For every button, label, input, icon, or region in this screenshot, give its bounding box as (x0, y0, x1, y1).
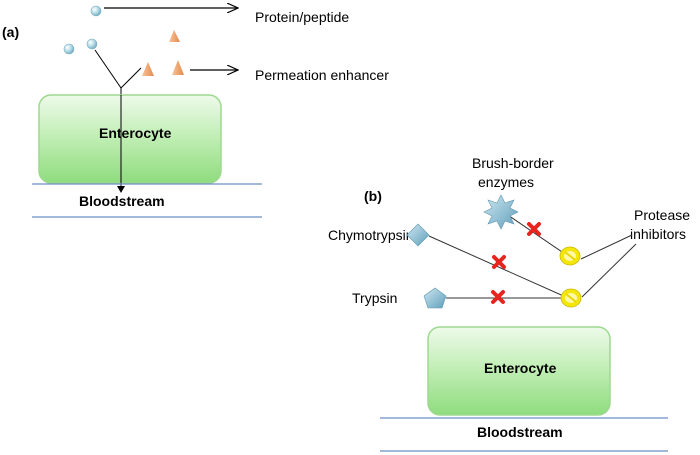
label-permeation-enhancer: Permeation enhancer (255, 67, 389, 83)
protease-pointer-upper (580, 234, 633, 260)
label-enzymes: enzymes (478, 174, 534, 190)
panel-b: (b) Brush-border enzymes Protease inhibi… (328, 155, 690, 452)
bloodstream-label-b: Bloodstream (477, 424, 563, 440)
transport-branch-line (94, 49, 142, 89)
block-x-icon (491, 290, 505, 304)
star-enzyme-icon (483, 194, 519, 230)
label-brush-border: Brush-border (472, 155, 554, 171)
peptide-sphere-icon (63, 43, 75, 55)
diamond-enzyme-icon (406, 223, 430, 247)
label-chymotrypsin: Chymotrypsin (328, 227, 414, 243)
protease-pointer-lower (581, 243, 637, 298)
peptide-sphere-icon (90, 5, 102, 17)
panel-a-tag: (a) (2, 24, 19, 40)
enhancer-cone-icon (169, 30, 180, 42)
label-inhibitors: inhibitors (630, 226, 686, 242)
peptide-sphere-icon (86, 38, 98, 50)
label-protease: Protease (634, 207, 690, 223)
pentagon-enzyme-icon (423, 287, 447, 309)
inhibitor-prohibit-icon (559, 246, 581, 266)
enterocyte-label-b: Enterocyte (484, 360, 557, 376)
enterocyte-label-a: Enterocyte (99, 125, 172, 141)
enhancer-cone-icon (172, 60, 184, 75)
brush-to-inhibitor-line (501, 210, 569, 257)
panel-b-tag: (b) (364, 188, 382, 204)
panel-a: (a) Protein/peptide Permeation enhancer … (2, 5, 389, 218)
label-protein-peptide: Protein/peptide (255, 9, 349, 25)
enterocyte-cell-b (427, 326, 611, 416)
chymotrypsin-to-inhibitor-line (428, 235, 569, 299)
block-x-icon (527, 222, 541, 236)
bloodstream-label-a: Bloodstream (79, 193, 165, 209)
inhibitor-prohibit-icon (560, 288, 582, 308)
label-trypsin: Trypsin (352, 290, 397, 306)
enterocyte-cell-a (38, 94, 222, 184)
enhancer-cone-icon (142, 62, 154, 76)
block-x-icon (492, 255, 506, 269)
